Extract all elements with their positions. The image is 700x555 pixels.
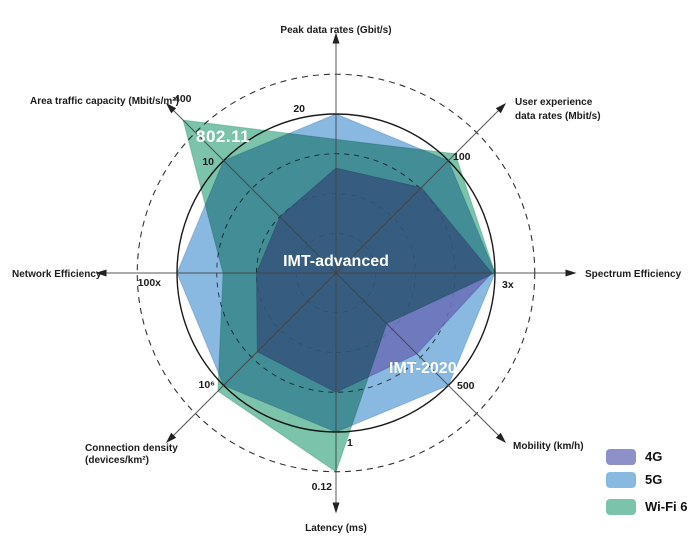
tick-label-area-traffic-capacity: 400 [174,93,192,105]
annotation-imt-2020: IMT-2020 [389,360,457,377]
axis-arrowhead-icon [495,102,507,114]
axis-line-mobility [335,272,505,442]
axis-title-spectrum-efficiency: Spectrum Efficiency [585,269,682,280]
axis-title-network-efficiency: Network Efficiency [12,269,102,280]
axis-arrowhead-icon [495,432,507,444]
tick-label-mobility: 500 [457,380,475,392]
legend-swatch-5g [606,472,636,488]
annotation-imt-advanced: IMT-advanced [283,253,389,270]
axis-title2-user-experience-data-rates: data rates (Mbit/s) [515,111,601,122]
axis-arrowhead-icon [95,269,107,277]
legend-label-wifi6: Wi-Fi 6 [645,499,688,514]
annotation-802-11: 802.11 [196,127,251,146]
axis-title-peak-data-rates: Peak data rates (Gbit/s) [280,25,391,36]
axis-arrowhead-icon [332,502,340,514]
legend-swatch-4g [606,449,636,465]
tick-label-latency: 0.12 [312,481,333,493]
tick-label-spectrum-efficiency: 3x [502,279,514,291]
tick-label-latency: 1 [347,437,353,449]
axis-line-connection-density [167,272,337,442]
legend-item-4g: 4G [606,449,662,465]
tick-label-area-traffic-capacity: 10 [202,156,214,168]
tick-label-peak-data-rates: 20 [293,103,305,115]
legend-item-wifi6: Wi-Fi 6 [606,499,688,515]
legend-item-5g: 5G [606,472,662,488]
axis-arrowhead-icon [565,269,577,277]
axis-title-latency: Latency (ms) [305,523,367,534]
tick-label-network-efficiency: 100x [138,277,162,289]
axis-arrowhead-icon [165,102,177,114]
axis-title-area-traffic-capacity: Area traffic capacity (Mbit/s/m²) [30,96,179,107]
axis-arrowhead-icon [332,32,340,44]
axis-title-user-experience-data-rates: User experience [515,97,593,108]
axis-line-area-traffic-capacity [167,104,337,274]
axis-title-connection-density: Connection density [85,443,178,454]
legend-swatch-wifi6 [606,499,636,515]
axis-title2-connection-density: (devices/km²) [85,455,149,466]
legend-label-5g: 5G [645,472,663,487]
axis-arrowhead-icon [165,432,177,444]
tick-label-connection-density: 10⁶ [198,379,215,391]
tick-label-user-experience-data-rates: 100 [453,151,471,163]
axis-line-user-experience-data-rates [335,104,505,274]
axis-title-mobility: Mobility (km/h) [513,441,584,452]
legend-label-4g: 4G [645,449,663,464]
